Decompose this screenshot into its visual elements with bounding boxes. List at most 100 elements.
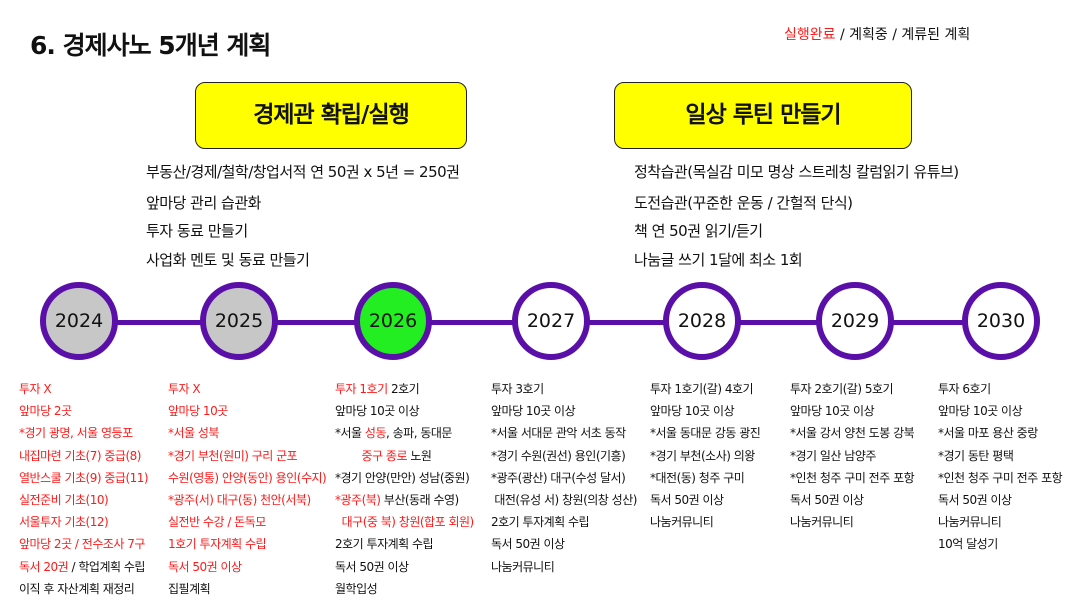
plan-item: 앞마당 10곳 이상 — [938, 400, 1062, 422]
plan-item: 앞마당 2곳 / 전수조사 7구 — [19, 533, 148, 555]
plan-item: *경기 일산 남양주 — [790, 445, 914, 467]
plan-text: 월학입성 — [335, 581, 378, 596]
year-circle-2027: 2027 — [512, 282, 590, 360]
year-circle-2024: 2024 — [40, 282, 118, 360]
plan-item: 독서 50권 이상 — [650, 489, 760, 511]
plan-text-done: 투자 X — [168, 382, 201, 396]
plan-item: *인천 청주 구미 전주 포항 — [938, 467, 1063, 489]
plan-text: 투자 2호기(갈) 5호기 — [790, 382, 894, 396]
plan-item: *서울 동대문 강동 광진 — [650, 422, 761, 444]
plan-item: 투자 2호기(갈) 5호기 — [790, 378, 914, 400]
legend: 실행완료 / 계획중 / 계류된 계획 — [784, 24, 970, 44]
year-circle-2025: 2025 — [200, 282, 278, 360]
plan-item: 투자 3호기 — [491, 378, 637, 400]
plan-text-done: 실전반 수강 / 돈독모 — [168, 515, 266, 530]
plan-item: 1호기 투자계획 수립 — [168, 533, 326, 555]
plan-text-done: 독서 50권 이상 — [168, 559, 242, 574]
plan-text: 나눔커뮤니티 — [491, 559, 555, 574]
plan-text: *경기 동탄 평택 — [938, 448, 1014, 463]
plan-item: 독서 50권 이상 — [168, 556, 326, 578]
plan-text: 앞마당 10곳 이상 — [938, 404, 1023, 419]
plan-text: *서울 마포 용산 중랑 — [938, 426, 1038, 441]
plan-item: 앞마당 10곳 이상 — [491, 400, 637, 422]
plan-text-done: 앞마당 2곳 — [19, 404, 72, 419]
plan-text-done: 내집마련 기초(7) 중급(8) — [19, 448, 141, 463]
plan-text: 투자 3호기 — [491, 382, 544, 396]
year-circle-2030: 2030 — [962, 282, 1040, 360]
plan-item: 대전(유성 서) 창원(의창 성산) — [491, 489, 637, 511]
year-circle-2028: 2028 — [663, 282, 741, 360]
plan-text: 부산(동래 수영) — [380, 492, 459, 507]
plan-text: 나눔커뮤니티 — [790, 515, 854, 530]
legend-separator: / — [835, 27, 850, 43]
goal-item: 나눔글 쓰기 1달에 최소 1회 — [634, 251, 803, 269]
plan-text: 이직 후 자산계획 재정리 — [19, 581, 135, 596]
plan-item: 투자 X — [19, 378, 148, 400]
plan-text-done: 실전준비 기초(10) — [19, 492, 109, 507]
plan-text — [335, 515, 342, 529]
plan-item: 대구(중 북) 창원(합포 회원) — [335, 511, 475, 533]
plan-item: 이직 후 자산계획 재정리 — [19, 578, 148, 600]
page-title: 6. 경제사노 5개년 계획 — [30, 31, 271, 60]
plan-item: 2호기 투자계획 수립 — [335, 533, 474, 555]
plan-text: *대전(동) 청주 구미 — [650, 470, 745, 485]
plan-text-done: *광주(북) — [335, 492, 381, 507]
plan-text: *서울 서대문 관악 서초 동작 — [491, 426, 626, 441]
plan-text-done: 수원(영통) 안양(동안) 용인(수지) — [168, 470, 327, 485]
plan-item: 집필계획 — [168, 578, 326, 600]
plan-text-done: 투자 X — [19, 382, 52, 396]
plan-item: 투자 6호기 — [938, 378, 1062, 400]
plan-text: 나눔커뮤니티 — [650, 515, 714, 530]
plan-text-done: 열반스쿨 기초(9) 중급(11) — [19, 470, 149, 485]
plan-text: *경기 수원(권선) 용인(기흥) — [491, 448, 626, 463]
plan-text: 노원 — [407, 448, 432, 463]
plan-item: 내집마련 기초(7) 중급(8) — [19, 445, 148, 467]
plan-item: 나눔커뮤니티 — [790, 511, 914, 533]
plan-text-done: *경기 광명, 서울 영등포 — [19, 426, 133, 441]
year-circle-2029: 2029 — [816, 282, 894, 360]
plan-item: 중구 종로 노원 — [335, 445, 474, 467]
plan-text: 2호기 투자계획 수립 — [491, 515, 590, 530]
year-circle-2026: 2026 — [354, 282, 432, 360]
plan-item: *인천 청주 구미 전주 포항 — [790, 467, 915, 489]
plan-text-done: 독서 20권 — [19, 559, 69, 574]
goal-item: 앞마당 관리 습관화 — [146, 194, 261, 212]
plan-text: 독서 50권 이상 — [938, 492, 1012, 507]
plan-text-done: 대구(중 북) 창원(합포 회원) — [341, 515, 475, 530]
plan-item: 나눔커뮤니티 — [491, 556, 637, 578]
plan-text-done: 1호기 투자계획 수립 — [168, 537, 267, 552]
plan-item: *경기 동탄 평택 — [938, 445, 1062, 467]
goal-box-economy: 경제관 확립/실행 — [195, 82, 467, 149]
plan-text: 집필계획 — [168, 581, 211, 596]
plan-item: *광주(광산) 대구(수성 달서) — [491, 467, 637, 489]
plan-item: 수원(영통) 안양(동안) 용인(수지) — [168, 467, 327, 489]
plan-item: 앞마당 10곳 이상 — [335, 400, 474, 422]
plan-item: 10억 달성기 — [938, 533, 1062, 555]
plan-item: *서울 성북 — [168, 422, 326, 444]
plan-item: *경기 부천(원미) 구리 군포 — [168, 445, 326, 467]
plan-item: 앞마당 10곳 이상 — [790, 400, 914, 422]
plan-item: 열반스쿨 기초(9) 중급(11) — [19, 467, 149, 489]
plan-text: 10억 달성기 — [938, 537, 998, 552]
legend-continued: 계류된 계획 — [901, 27, 971, 43]
plan-item: *서울 마포 용산 중랑 — [938, 422, 1062, 444]
plan-item: *서울 서대문 관악 서초 동작 — [491, 422, 637, 444]
goal-item: 책 연 50권 읽기/듣기 — [634, 222, 763, 240]
plan-text: *서울 강서 양천 도봉 강북 — [790, 426, 915, 441]
plan-text: 앞마당 10곳 이상 — [491, 404, 576, 419]
plan-text-done: *경기 부천(원미) 구리 군포 — [168, 448, 298, 463]
plan-text: *경기 안양(만안) 성남(중원) — [335, 470, 470, 485]
plan-text — [335, 449, 362, 463]
plan-text-done: *서울 성북 — [168, 426, 219, 441]
plan-item: 나눔커뮤니티 — [650, 511, 760, 533]
plan-item: *광주(북) 부산(동래 수영) — [335, 489, 474, 511]
plan-item: 독서 50권 이상 — [938, 489, 1062, 511]
plan-text: 2호기 — [387, 382, 420, 396]
plan-text-done: 투자 1호기 — [335, 382, 388, 396]
goal-item: 투자 동료 만들기 — [146, 222, 248, 240]
